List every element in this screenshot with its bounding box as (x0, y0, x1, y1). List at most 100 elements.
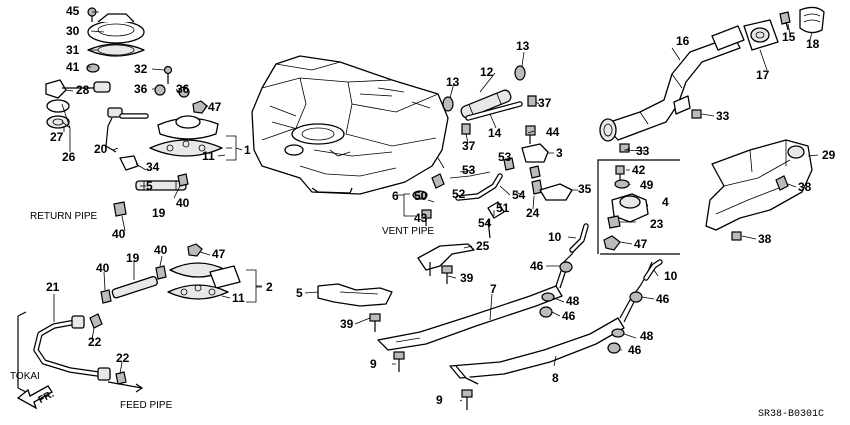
label-11b: 11 (232, 291, 245, 305)
clip-38a (775, 175, 789, 191)
label-10b: 10 (664, 269, 678, 283)
label-49: 49 (640, 178, 654, 192)
tokai-feed-pipe-group (17, 311, 144, 393)
label-13b: 13 (516, 39, 530, 53)
packing-ring-27 (46, 99, 70, 113)
vent-pipe-caption: VENT PIPE (382, 226, 434, 237)
clip-52 (431, 173, 445, 189)
label-19a: 19 (152, 206, 166, 220)
label-32: 32 (134, 62, 148, 76)
clip-40d (155, 265, 167, 280)
fuel-pump-assembly (105, 65, 237, 217)
label-20: 20 (94, 142, 108, 156)
pipe-10b (643, 259, 663, 281)
clip-22a (89, 313, 103, 329)
label-14: 14 (488, 126, 502, 140)
label-53b: 53 (498, 150, 512, 164)
wire-20 (105, 117, 117, 153)
bracket-5 (317, 283, 393, 307)
label-42: 42 (632, 163, 646, 177)
label-37a: 37 (462, 139, 476, 153)
clip-54b (529, 165, 541, 179)
label-11a: 11 (202, 149, 215, 163)
label-46c: 46 (656, 292, 670, 306)
grommet-50 (412, 190, 428, 200)
screw-15 (779, 11, 791, 25)
sender-28 (45, 79, 111, 99)
return-pipe-caption: RETURN PIPE (30, 211, 98, 222)
label-3: 3 (556, 146, 563, 160)
tokai-caption: TOKAI (10, 371, 40, 382)
label-12: 12 (480, 65, 494, 79)
label-45: 45 (66, 4, 80, 18)
label-6: 6 (392, 189, 399, 203)
diagram-code: SR38-B0301C (758, 409, 824, 420)
leader-lines (53, 11, 819, 402)
screw-45 (87, 7, 97, 22)
label-2: 2 (266, 280, 273, 294)
label-33a: 33 (716, 109, 730, 123)
nut-47c (603, 235, 621, 251)
bracket-35 (539, 183, 573, 201)
label-39b: 39 (460, 271, 474, 285)
vent-and-filler-hoses (412, 65, 573, 239)
clip-54a (503, 157, 515, 171)
sender-cover-group (45, 7, 145, 129)
canister-box (597, 159, 680, 255)
label-46d: 46 (628, 343, 642, 357)
label-40d: 40 (154, 243, 168, 257)
nut-47b (187, 243, 203, 257)
label-36a: 36 (134, 82, 148, 96)
label-46a: 46 (530, 259, 544, 273)
clip-40c (100, 289, 112, 304)
nut-47a (192, 100, 208, 114)
label-48b: 48 (640, 329, 654, 343)
label-22b: 22 (116, 351, 130, 365)
valve-3 (521, 143, 549, 163)
nut-41 (86, 63, 100, 73)
bolt-9a (393, 351, 405, 372)
label-13a: 13 (446, 75, 460, 89)
label-5b: 5 (296, 286, 303, 300)
feed-pipe-caption: FEED PIPE (120, 400, 173, 411)
label-46b: 46 (562, 309, 576, 323)
label-4: 4 (662, 195, 669, 209)
label-39a: 39 (340, 317, 354, 331)
valve-51 (487, 201, 505, 219)
bolt-42 (615, 165, 625, 175)
label-43: 43 (414, 211, 428, 225)
label-44: 44 (546, 125, 560, 139)
label-34: 34 (146, 160, 160, 174)
label-7: 7 (490, 282, 497, 296)
label-40b: 40 (112, 227, 126, 241)
bolt-38b (731, 231, 742, 241)
label-9b: 9 (436, 393, 443, 407)
label-25: 25 (476, 239, 490, 253)
fuel-pump-assembly-2 (100, 243, 262, 304)
label-35: 35 (578, 182, 592, 196)
hose-19a (135, 180, 187, 191)
clips-46-48 (539, 261, 643, 354)
bolt-33a (691, 109, 702, 119)
label-28: 28 (76, 83, 90, 97)
label-15: 15 (782, 30, 796, 44)
label-29: 29 (822, 148, 836, 162)
label-38b: 38 (758, 232, 772, 246)
clip-37a (461, 123, 471, 135)
label-16: 16 (676, 34, 690, 48)
fuel-tank (251, 55, 449, 195)
label-47c: 47 (634, 237, 648, 251)
label-37b: 37 (538, 96, 552, 110)
label-52: 52 (452, 187, 466, 201)
label-53a: 53 (462, 163, 476, 177)
grommet-49 (614, 179, 630, 189)
clamp-13b (514, 65, 526, 81)
canister-group (597, 159, 680, 255)
clip-37b (527, 95, 537, 107)
clip-40a (177, 173, 189, 187)
filler-neck-group (599, 6, 825, 153)
label-5a: 5 (146, 179, 153, 193)
label-1: 1 (244, 143, 251, 157)
label-30: 30 (66, 24, 80, 38)
